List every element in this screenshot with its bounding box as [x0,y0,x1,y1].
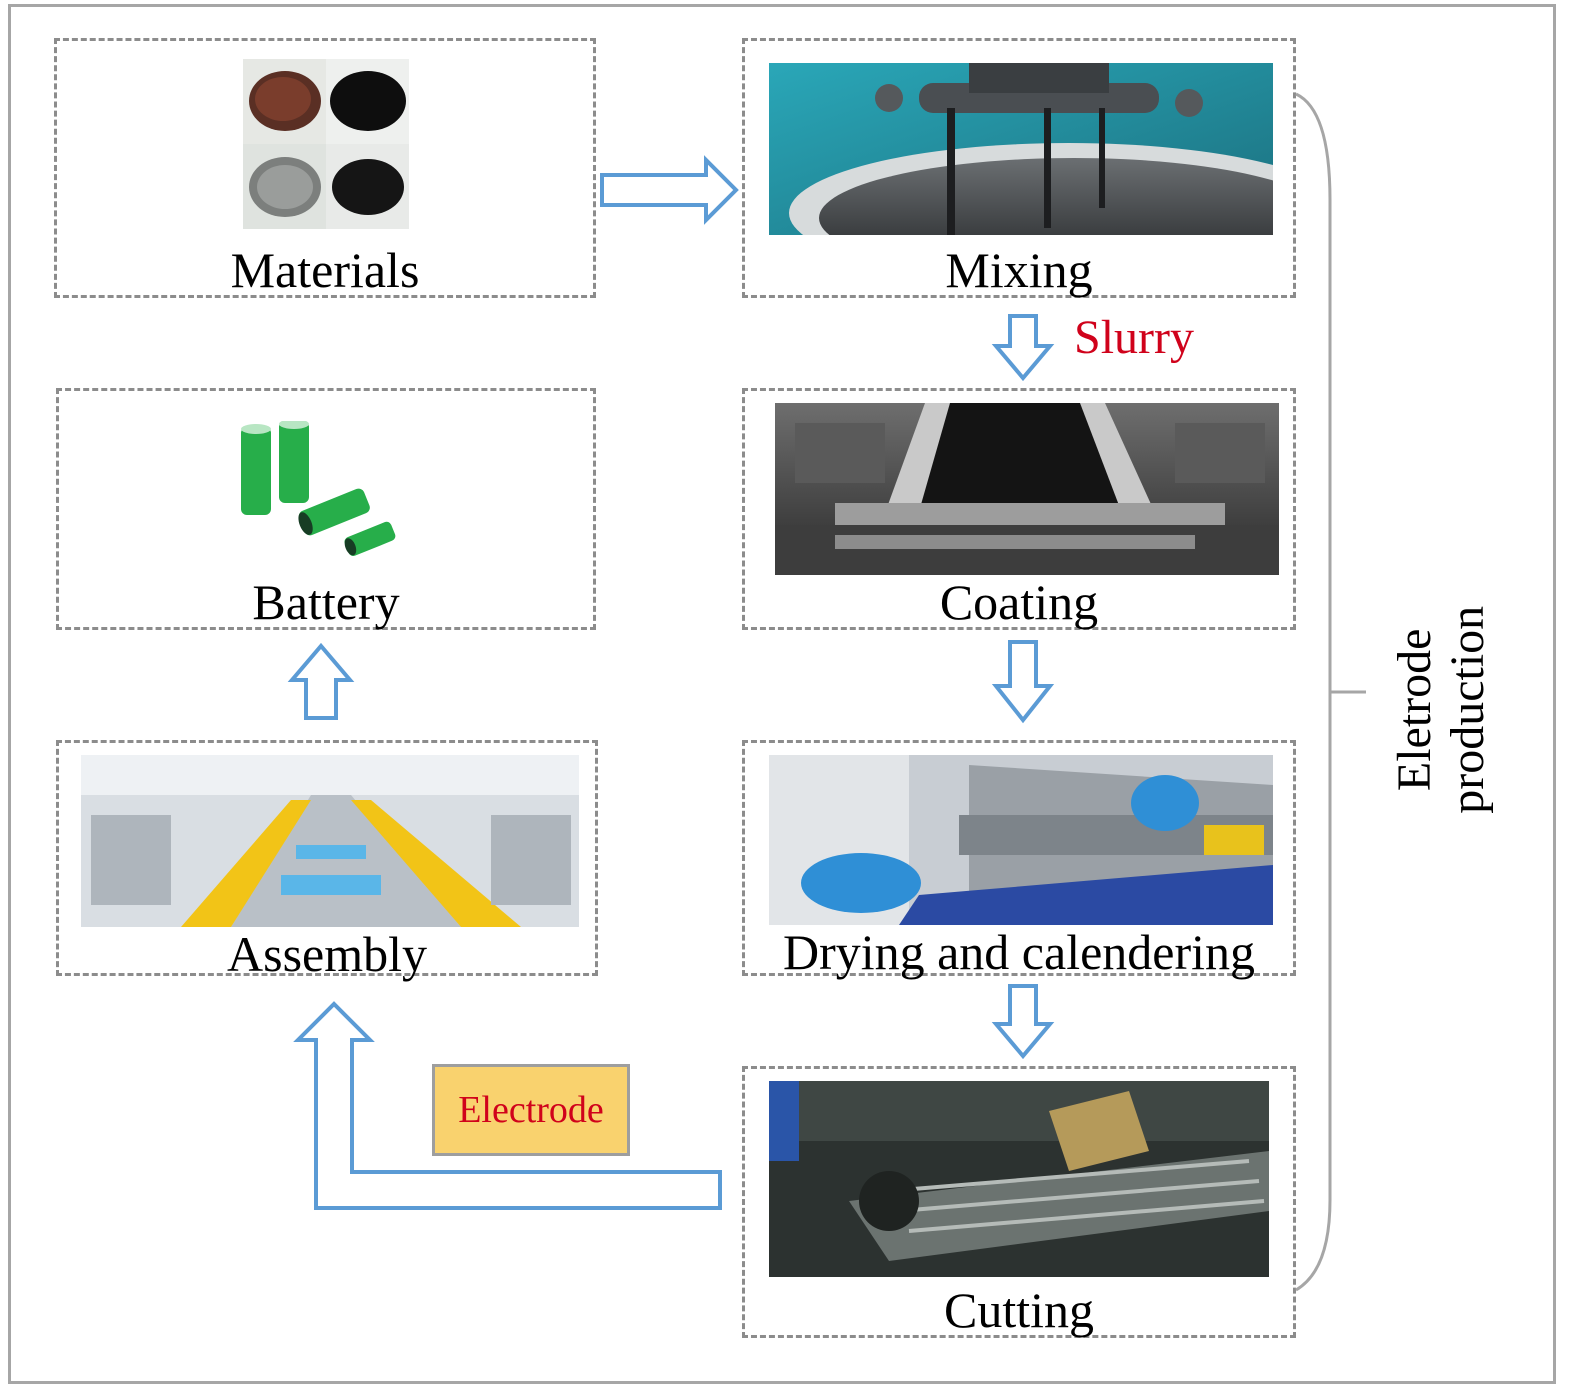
assembly-box: Assembly [56,740,598,982]
drying-box: Drying and calendering [742,740,1296,980]
cutting-box: Cutting [742,1066,1296,1338]
coating-label: Coating [939,574,1099,630]
side-label-line1: Eletrode [1388,628,1442,792]
arrow-up-icon [287,642,355,720]
electrode-tag: Electrode [432,1064,630,1156]
coating-machine-photo [775,403,1279,575]
arrow-down-icon-2 [991,640,1055,724]
arrow-return-icon [293,1001,722,1210]
side-label-line2: production [1441,606,1494,814]
calendering-photo [769,755,1273,925]
arrow-down-icon-3 [991,984,1055,1060]
drying-label: Drying and calendering [782,924,1256,980]
arrow-down-icon-1 [991,314,1055,382]
assembly-label: Assembly [227,926,427,982]
assembly-line-photo [81,755,579,927]
materials-box: Materials [54,38,596,298]
cutting-label: Cutting [943,1282,1095,1338]
mixer-photo [769,63,1273,235]
mixing-box: Mixing [742,38,1296,298]
battery-label: Battery [252,574,400,630]
mixing-label: Mixing [945,242,1093,298]
slurry-label: Slurry [1074,311,1194,364]
cutting-machine-photo [769,1081,1269,1277]
coating-box: Coating [742,388,1296,630]
materials-label: Materials [230,242,420,298]
powder-samples-photo [243,59,409,229]
brace-icon [1295,92,1332,1292]
battery-cells-icon [235,421,405,561]
electrode-label: Electrode [458,1089,604,1131]
electrode-production-label: Eletrode production [1372,560,1512,860]
battery-box: Battery [56,388,596,630]
arrow-right-icon [600,155,739,225]
outer-frame [8,4,1556,1384]
